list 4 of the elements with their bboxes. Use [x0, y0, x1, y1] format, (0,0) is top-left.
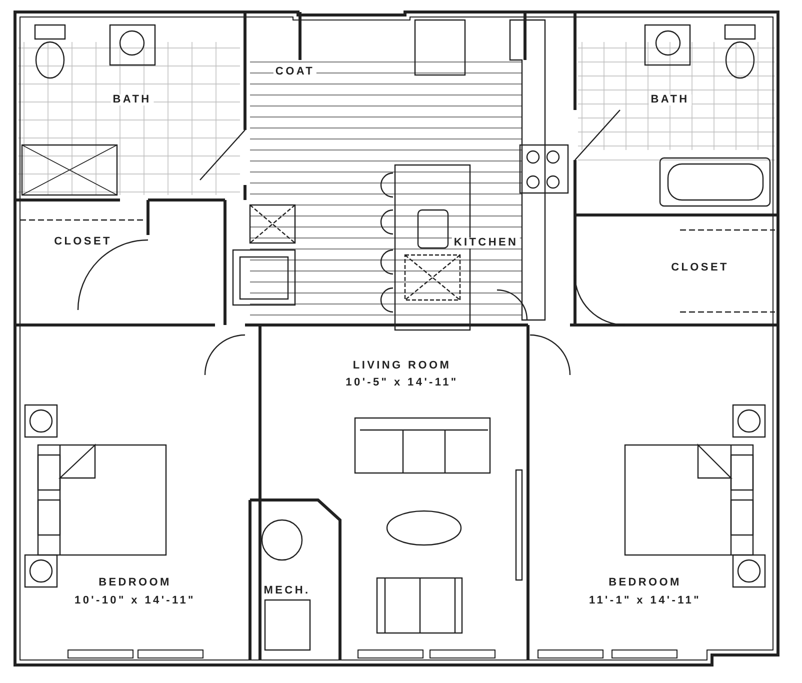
- room-label: COAT: [273, 66, 317, 78]
- room-label: KITCHEN: [452, 238, 520, 248]
- room-label: BATH: [648, 94, 692, 106]
- room-label: BATH: [110, 94, 154, 106]
